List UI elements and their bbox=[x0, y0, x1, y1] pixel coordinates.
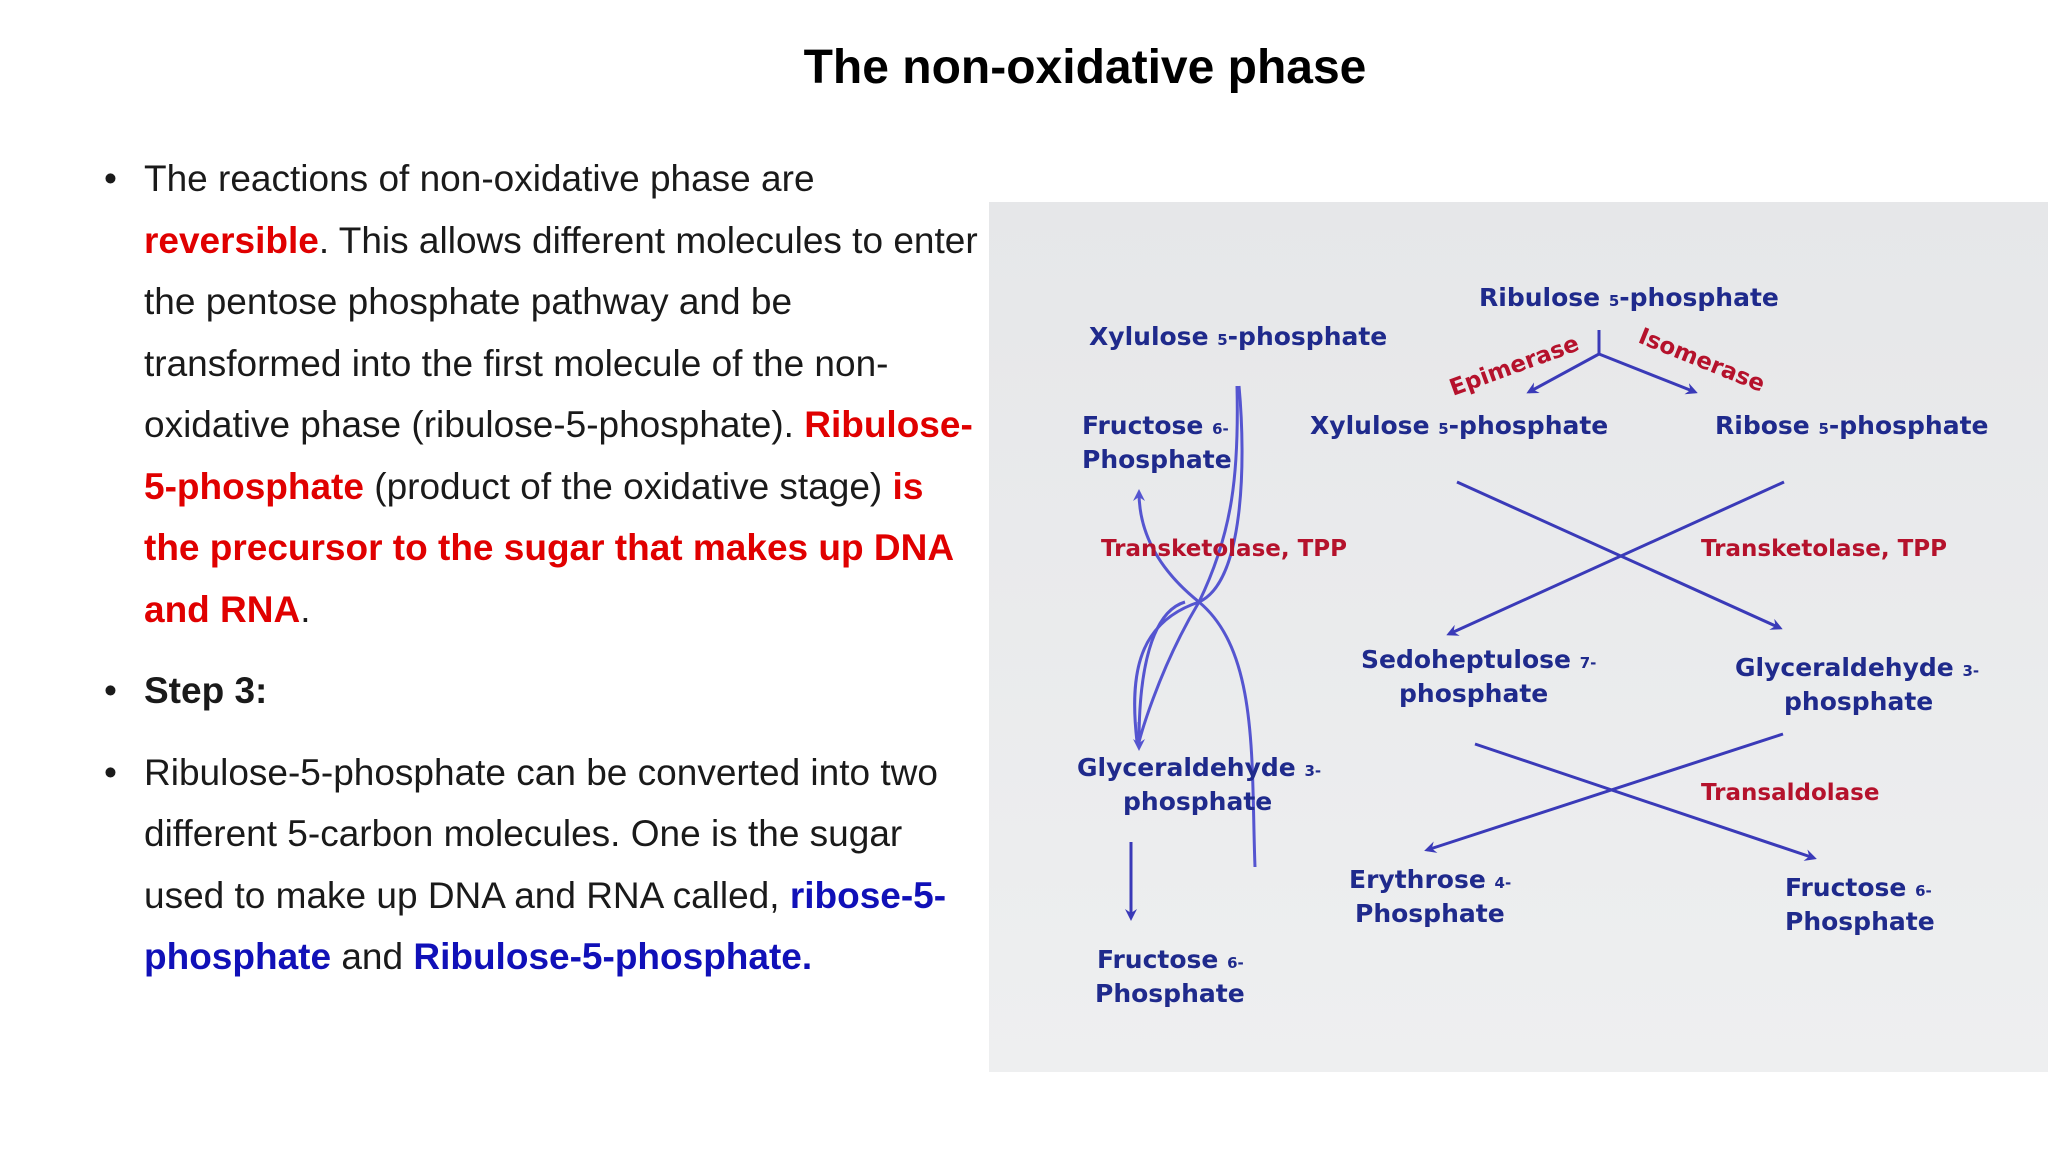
text-column: • The reactions of non-oxidative phase ar… bbox=[100, 148, 980, 988]
bullet-reversible: • The reactions of non-oxidative phase ar… bbox=[100, 148, 980, 640]
highlight-ribose: ribose-5-phosphate bbox=[144, 874, 947, 978]
glyceraldehyde-3-phosphate-right-line2: phosphate bbox=[1784, 687, 1933, 716]
epimerase-label: Epimerase bbox=[1446, 331, 1582, 402]
curve-xylulose-to-fructose bbox=[1133, 489, 1257, 868]
highlight-precursor: is the precursor to the sugar that makes… bbox=[144, 465, 953, 630]
step-label: Step 3: bbox=[144, 670, 268, 711]
x1-arrow-to-glyceraldehyde bbox=[1456, 480, 1783, 630]
transaldolase-label: Transaldolase bbox=[1701, 780, 1879, 806]
glyceraldehyde-3-phosphate-right: Glyceraldehyde 3- bbox=[1735, 653, 1979, 682]
erythrose-4-phosphate-line2: Phosphate bbox=[1355, 899, 1505, 928]
bullet-dot: • bbox=[104, 670, 117, 711]
highlight-ribulose: Ribulose-5-phosphate bbox=[144, 404, 973, 507]
transketolase-left-label: Transketolase, TPP bbox=[1101, 536, 1347, 562]
bullet-step: • Step 3: bbox=[100, 660, 980, 722]
xylulose-5-phosphate-left: Xylulose 5-phosphate bbox=[1089, 322, 1387, 351]
transketolase-right-label: Transketolase, TPP bbox=[1701, 536, 1947, 562]
bullet-conversion: • Ribulose-5-phosphate can be converted i… bbox=[100, 742, 980, 988]
erythrose-4-phosphate: Erythrose 4- bbox=[1349, 865, 1511, 894]
ribose-5-phosphate: Ribose 5-phosphate bbox=[1715, 411, 1988, 440]
bullet-text: The reactions of non-oxidative phase are bbox=[144, 158, 815, 199]
x1-arrow-to-sedoheptulose bbox=[1446, 480, 1785, 636]
bullet-text: . bbox=[300, 588, 311, 630]
glyceraldehyde-3-phosphate-left-line2: phosphate bbox=[1123, 787, 1272, 816]
bullet-text: and bbox=[331, 936, 414, 977]
bullet-text: Ribulose-5-phosphate can be converted in… bbox=[144, 751, 938, 916]
curve-connector bbox=[1137, 600, 1186, 743]
fructose-6-phosphate-left-bottom-line2: Phosphate bbox=[1095, 979, 1245, 1008]
branch-arrow-left bbox=[1526, 352, 1600, 394]
pathway-diagram: Ribulose 5-phosphate Epimerase Isomerase… bbox=[989, 202, 2048, 1072]
slide-title: The non-oxidative phase bbox=[803, 41, 1367, 94]
sedoheptulose-7-phosphate-line2: phosphate bbox=[1399, 679, 1548, 708]
bullet-text: . This allows different molecules to ent… bbox=[144, 219, 978, 446]
highlight-ribulose-blue: Ribulose-5-phosphate. bbox=[413, 936, 813, 977]
fructose-6-phosphate-right: Fructose 6- bbox=[1785, 873, 1932, 902]
xylulose-5-phosphate-mid: Xylulose 5-phosphate bbox=[1310, 411, 1608, 440]
highlight-reversible: reversible bbox=[144, 219, 319, 261]
bullet-dot: • bbox=[104, 158, 117, 199]
fructose-6-phosphate-left-top-line2: Phosphate bbox=[1082, 445, 1232, 474]
x2-arrow-to-fructose bbox=[1474, 742, 1817, 861]
x2-arrow-to-erythrose bbox=[1424, 732, 1784, 853]
bullet-text: (product of the oxidative stage) bbox=[363, 465, 893, 507]
bullet-dot: • bbox=[104, 751, 117, 793]
pathway-svg: Ribulose 5-phosphate Epimerase Isomerase… bbox=[1077, 283, 1988, 1008]
ribulose-5-phosphate-top: Ribulose 5-phosphate bbox=[1479, 283, 1779, 312]
isomerase-label: Isomerase bbox=[1635, 323, 1769, 397]
fructose-6-phosphate-left-top: Fructose 6- bbox=[1082, 411, 1229, 440]
branch-arrow-right bbox=[1598, 352, 1698, 395]
fructose-6-phosphate-right-line2: Phosphate bbox=[1785, 907, 1935, 936]
sedoheptulose-7-phosphate: Sedoheptulose 7- bbox=[1361, 645, 1596, 674]
glyceraldehyde-3-phosphate-left: Glyceraldehyde 3- bbox=[1077, 753, 1321, 782]
fructose-6-phosphate-left-bottom: Fructose 6- bbox=[1097, 945, 1244, 974]
